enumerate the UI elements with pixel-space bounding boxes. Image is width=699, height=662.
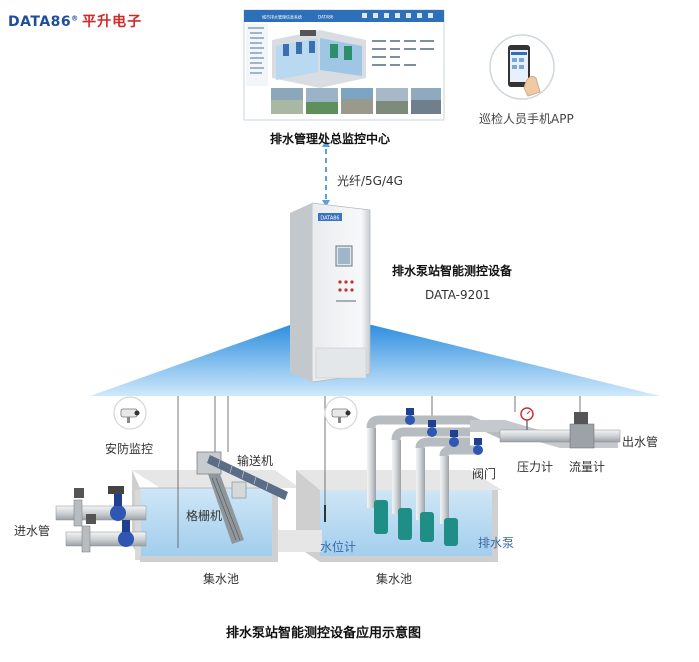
device-name: 排水泵站智能测控设备	[392, 262, 512, 279]
monitor-screen: 城市排水管理信息系统 DATA86	[244, 10, 444, 120]
label-valve: 阀门	[472, 465, 496, 482]
label-pump: 排水泵	[478, 534, 514, 551]
control-cabinet: DATA86	[290, 203, 370, 382]
comm-link	[322, 140, 330, 207]
label-pressure: 压力计	[517, 458, 553, 475]
device-model: DATA-9201	[425, 288, 491, 302]
label-grille: 格栅机	[186, 507, 222, 524]
label-inlet: 进水管	[14, 522, 50, 539]
screen-brand: DATA86	[318, 15, 334, 20]
link-label: 光纤/5G/4G	[337, 172, 403, 189]
label-level: 水位计	[320, 538, 356, 555]
label-outlet: 出水管	[622, 433, 658, 450]
center-title: 排水管理处总监控中心	[270, 130, 390, 147]
security-camera-icon	[114, 397, 146, 429]
screen-title: 城市排水管理信息系统	[262, 14, 302, 20]
app-label: 巡检人员手机APP	[479, 110, 574, 127]
caption: 排水泵站智能测控设备应用示意图	[226, 622, 421, 641]
outlet-pipe	[470, 408, 620, 448]
label-flow: 流量计	[569, 458, 605, 475]
cabinet-brand: DATA86	[320, 216, 339, 222]
sump-pool-right	[278, 470, 502, 562]
label-sump2: 集水池	[376, 570, 412, 587]
coverage-cone	[90, 325, 660, 396]
phone-app-icon	[490, 35, 554, 99]
security-camera-icon-2	[325, 397, 357, 429]
label-conveyor: 输送机	[237, 452, 273, 469]
label-sump1: 集水池	[203, 570, 239, 587]
label-security: 安防监控	[105, 440, 153, 457]
